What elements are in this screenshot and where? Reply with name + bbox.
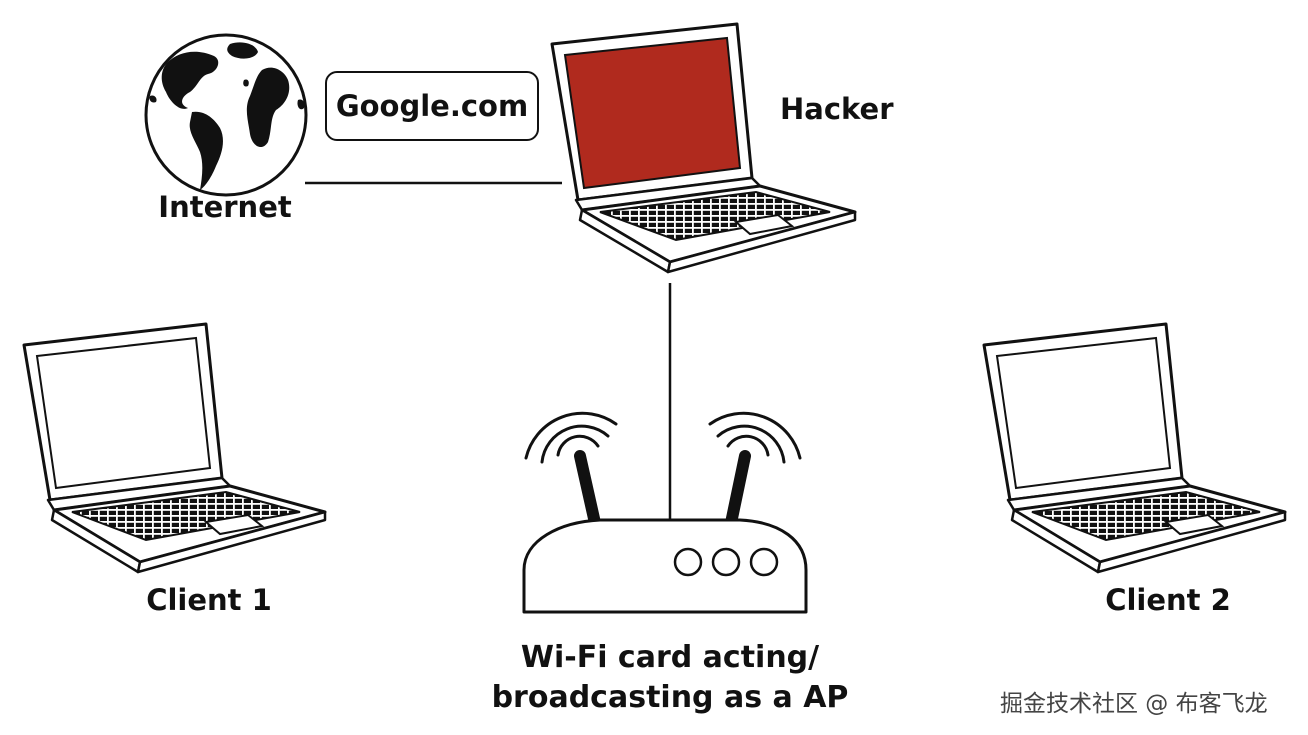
internet-label: Internet xyxy=(158,190,292,224)
globe-icon xyxy=(144,33,308,197)
watermark: 掘金技术社区 @ 布客飞龙 xyxy=(1000,691,1268,717)
client1-label: Client 1 xyxy=(146,583,272,617)
client2-label: Client 2 xyxy=(1105,583,1231,617)
website-label: Google.com xyxy=(335,89,529,123)
access-point-label-line2: broadcasting as a AP xyxy=(491,680,849,715)
website-box: Google.com xyxy=(325,71,539,141)
client2-laptop-icon xyxy=(982,322,1287,574)
access-point-label: Wi-Fi card acting/ broadcasting as a AP xyxy=(492,638,849,718)
router-icon xyxy=(522,411,808,614)
hacker-laptop-icon xyxy=(550,22,857,274)
access-point-label-line1: Wi-Fi card acting/ xyxy=(520,640,820,675)
client1-laptop-icon xyxy=(22,322,327,574)
hacker-label: Hacker xyxy=(780,92,894,126)
